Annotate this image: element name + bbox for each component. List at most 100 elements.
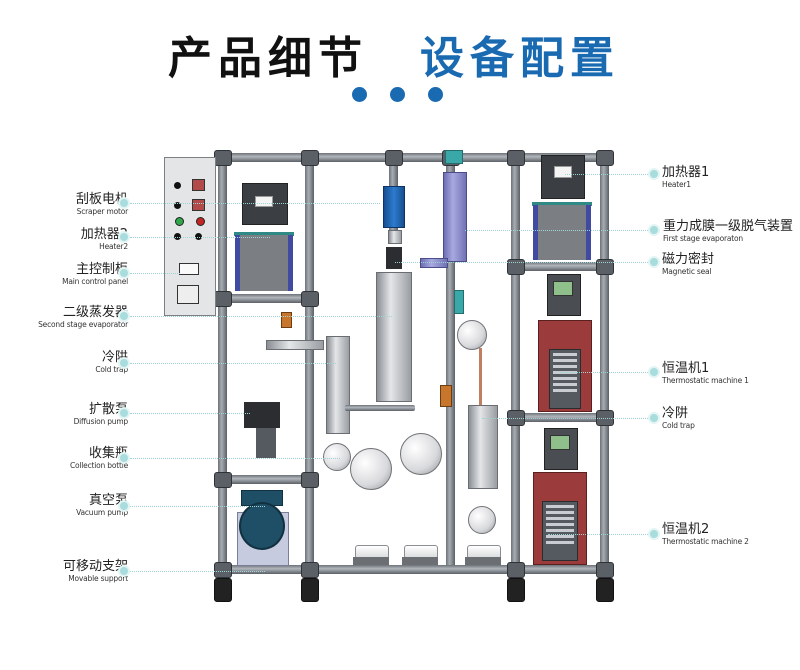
callout-vacuum-pump: 真空泵 Vacuum pump [76, 493, 128, 517]
callout-second-stage-evaporator: 二级蒸发器 Second stage evaporator [38, 305, 128, 329]
second-stage-evaporator [376, 272, 412, 402]
cold-trap-right [468, 405, 498, 489]
frame-post-2 [305, 152, 314, 572]
heater1-lid [532, 202, 592, 206]
callout-marker-icon [650, 258, 658, 266]
thermostat1-body [538, 320, 592, 412]
heater2-lid [234, 232, 294, 236]
frame-joint [214, 291, 232, 307]
callout-first-stage-evaporator: 重力成膜一级脱气装置 First stage evaporaton [663, 219, 794, 243]
frame-joint [596, 150, 614, 166]
frame-post-4 [511, 152, 520, 572]
callout-thermostat1: 恒温机1 Thermostatic machine 1 [662, 361, 749, 385]
callout-marker-icon [650, 530, 658, 538]
frame-joint [596, 259, 614, 275]
frame-post-right [600, 152, 609, 572]
callout-leader [130, 506, 265, 507]
collection-bottle [468, 506, 496, 534]
vacuum-pump [239, 502, 285, 550]
title-equipment-config: 设备配置 [420, 33, 620, 84]
heater1-body [533, 205, 591, 260]
callout-marker-icon [650, 368, 658, 376]
frame-joint [301, 472, 319, 488]
frame-joint [214, 472, 232, 488]
thermostat2-controller [544, 428, 578, 470]
callout-movable-support: 可移动支架 Movable support [62, 559, 128, 583]
frame-rail-top [218, 153, 609, 162]
collection-bottle [400, 433, 442, 475]
scraper-motor [383, 186, 405, 228]
callout-marker-icon [120, 567, 128, 575]
frame-joint [385, 150, 403, 166]
caster-wheel-icon [596, 578, 614, 602]
frame-post-3 [446, 152, 455, 572]
callout-marker-icon [120, 454, 128, 462]
callout-leader [130, 363, 336, 364]
callout-marker-icon [120, 359, 128, 367]
frame-joint [214, 150, 232, 166]
callout-thermostat2: 恒温机2 Thermostatic machine 2 [662, 522, 749, 546]
cold-trap-left [326, 336, 350, 434]
frame-joint [507, 259, 525, 275]
thermostat1-controller [547, 274, 581, 316]
callout-leader [548, 534, 652, 535]
callout-leader [482, 418, 652, 419]
dot-icon [390, 87, 405, 102]
frame-joint [596, 562, 614, 578]
heater2-body [235, 235, 293, 291]
caster-wheel-icon [214, 578, 232, 602]
callout-leader [560, 372, 652, 373]
callout-marker-icon [120, 502, 128, 510]
thermostat2-body [533, 472, 587, 565]
callout-collection-bottle: 收集瓶 Collection bottle [69, 446, 128, 470]
title-dots [352, 87, 452, 103]
flask [457, 320, 487, 350]
callout-leader [565, 174, 652, 175]
frame-joint [301, 562, 319, 578]
callout-diffusion-pump: 扩散泵 Diffusion pump [73, 402, 129, 426]
caster-wheel-icon [301, 578, 319, 602]
caster-wheel-icon [507, 578, 525, 602]
callout-main-control-panel: 主控制柜 Main control panel [62, 262, 128, 286]
callout-scraper-motor: 刮板电机 Scraper motor [75, 192, 128, 216]
callout-heater2: 加热器2 Heater2 [80, 227, 128, 251]
dot-icon [352, 87, 367, 102]
frame-rail-right-low [511, 413, 609, 422]
callout-leader [130, 237, 270, 238]
callout-leader [130, 458, 340, 459]
heater2-controller [242, 183, 288, 225]
callout-magnetic-seal: 磁力密封 Magnetic seal [662, 252, 715, 276]
callout-leader [465, 230, 652, 231]
callout-marker-icon [650, 170, 658, 178]
callout-marker-icon [120, 312, 128, 320]
callout-marker-icon [650, 226, 658, 234]
frame-joint [301, 291, 319, 307]
frame-joint [214, 562, 232, 578]
frame-rail-right-mid [511, 262, 609, 271]
dot-icon [428, 87, 443, 102]
callout-leader [130, 413, 250, 414]
callout-marker-icon [650, 414, 658, 422]
callout-marker-icon [120, 233, 128, 241]
callout-leader [130, 316, 392, 317]
callout-marker-icon [120, 409, 128, 417]
title-product-details: 产品细节 [168, 33, 368, 84]
collection-bottle [350, 448, 392, 490]
frame-joint [507, 562, 525, 578]
magnetic-coupling [386, 247, 402, 269]
frame-rail-bottom [218, 565, 609, 574]
diffusion-pump [244, 402, 280, 428]
first-stage-evaporator [443, 172, 467, 262]
collection-bottle [323, 443, 351, 471]
frame-post-left [218, 152, 227, 572]
frame-joint [301, 150, 319, 166]
callout-leader [130, 203, 380, 204]
frame-rail-left-mid [218, 294, 314, 303]
heater1-controller [541, 155, 585, 199]
callout-leader [130, 571, 265, 572]
callout-marker-icon [120, 199, 128, 207]
callout-heater1: 加热器1 Heater1 [662, 165, 710, 189]
main-control-panel [164, 157, 216, 316]
callout-leader [395, 262, 652, 263]
